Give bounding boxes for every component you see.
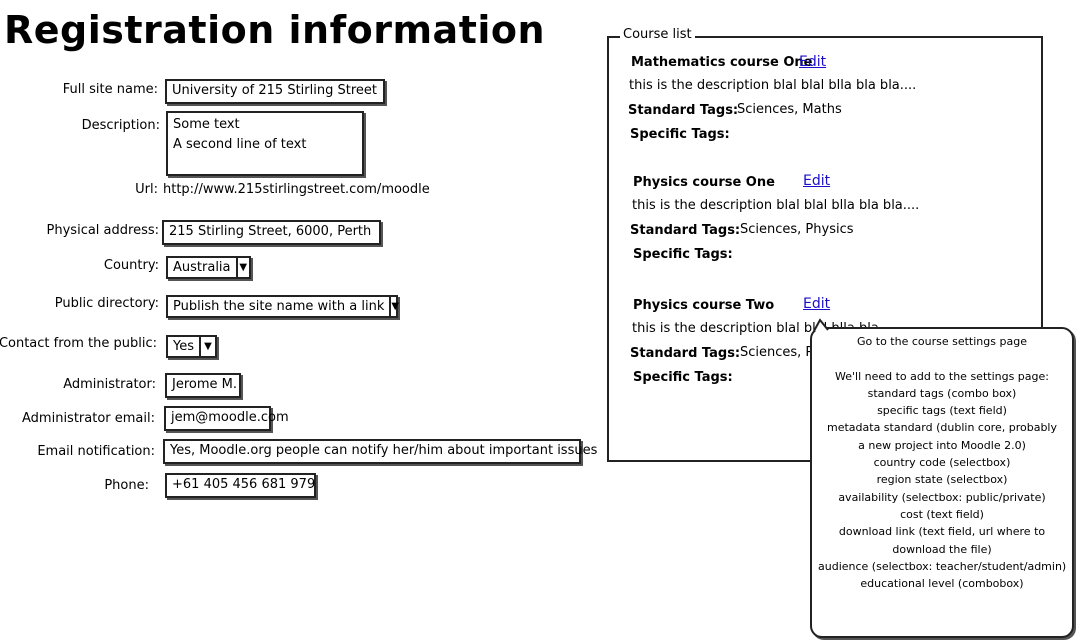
callout-pointer-icon: [813, 318, 829, 332]
administrator-field[interactable]: Jerome M.: [165, 373, 241, 398]
chevron-down-icon[interactable]: ▼: [389, 297, 399, 316]
chevron-down-icon[interactable]: ▼: [199, 337, 215, 356]
callout-line: metadata standard (dublin core, probably: [827, 421, 1057, 435]
specific-tags-label: Specific Tags:: [630, 127, 730, 142]
callout-line: region state (selectbox): [876, 473, 1008, 487]
course-title: Physics course Two: [633, 298, 775, 313]
public-directory-label: Public directory:: [54, 296, 159, 311]
phone-field[interactable]: +61 405 456 681 979: [165, 473, 316, 498]
callout-line: download the file): [892, 542, 992, 556]
callout-line: [818, 350, 1066, 367]
url-value: http://www.215stirlingstreet.com/moodle: [163, 182, 430, 197]
callout-line: standard tags (combo box): [867, 386, 1017, 400]
specific-tags-label: Specific Tags:: [633, 370, 733, 385]
full-site-name-field[interactable]: University of 215 Stirling Street: [165, 79, 385, 104]
course-description: this is the description blal blal blla b…: [629, 78, 917, 93]
course-title: Physics course One: [633, 175, 775, 190]
physical-address-field[interactable]: 215 Stirling Street, 6000, Perth: [162, 220, 381, 245]
standard-tags-value: Sciences, Maths: [737, 102, 842, 117]
full-site-name-label: Full site name:: [62, 82, 158, 97]
callout-note: Go to the course settings page We'll nee…: [810, 327, 1074, 638]
description-line: A second line of text: [173, 137, 307, 152]
standard-tags-label: Standard Tags:: [628, 103, 739, 118]
callout-line: availability (selectbox: public/private): [838, 490, 1046, 504]
page-title: Registration information: [4, 8, 546, 52]
administrator-email-label: Administrator email:: [22, 411, 155, 426]
standard-tags-value: Sciences, Physics: [740, 222, 854, 237]
email-notification-field[interactable]: Yes, Moodle.org people can notify her/hi…: [163, 439, 597, 464]
country-select[interactable]: Australia ▼: [166, 256, 251, 279]
callout-line: cost (text field): [900, 507, 984, 521]
administrator-label: Administrator:: [63, 377, 156, 392]
edit-link[interactable]: Edit: [799, 54, 827, 70]
edit-link[interactable]: Edit: [803, 296, 831, 312]
course-description: this is the description blal blal blla b…: [632, 198, 920, 213]
email-notification-label: Email notification:: [37, 444, 155, 459]
contact-public-label: Contact from the public:: [0, 336, 157, 351]
standard-tags-label: Standard Tags:: [630, 223, 741, 238]
public-directory-value: Publish the site name with a link: [173, 299, 385, 314]
administrator-email-field[interactable]: jem@moodle.com: [164, 406, 289, 431]
callout-line: audience (selectbox: teacher/student/adm…: [818, 559, 1067, 573]
country-label: Country:: [103, 258, 159, 273]
callout-line: specific tags (text field): [877, 404, 1007, 418]
contact-public-value: Yes: [173, 339, 194, 354]
edit-link[interactable]: Edit: [803, 173, 831, 189]
public-directory-select[interactable]: Publish the site name with a link ▼: [166, 295, 399, 318]
description-line: Some text: [173, 117, 240, 132]
description-field[interactable]: Some text A second line of text: [166, 111, 364, 176]
callout-line: download link (text field, url where to: [838, 525, 1046, 539]
standard-tags-label: Standard Tags:: [630, 346, 741, 361]
callout-line: We'll need to add to the settings page:: [835, 369, 1049, 383]
course-list-legend: Course list: [620, 27, 695, 42]
country-value: Australia: [173, 260, 231, 275]
physical-address-label: Physical address:: [46, 223, 159, 238]
course-title: Mathematics course One: [631, 55, 813, 70]
callout-line: a new project into Moodle 2.0): [858, 438, 1026, 452]
callout-line: Go to the course settings page: [857, 335, 1027, 348]
chevron-down-icon[interactable]: ▼: [235, 258, 249, 277]
phone-label: Phone:: [104, 478, 149, 493]
specific-tags-label: Specific Tags:: [633, 247, 733, 262]
description-label: Description:: [81, 118, 160, 133]
contact-public-select[interactable]: Yes ▼: [166, 335, 217, 358]
callout-line: educational level (combobox): [860, 577, 1024, 591]
standard-tags-value: Sciences, P: [740, 345, 814, 360]
url-label: Url:: [135, 182, 158, 197]
callout-line: country code (selectbox): [873, 456, 1011, 470]
